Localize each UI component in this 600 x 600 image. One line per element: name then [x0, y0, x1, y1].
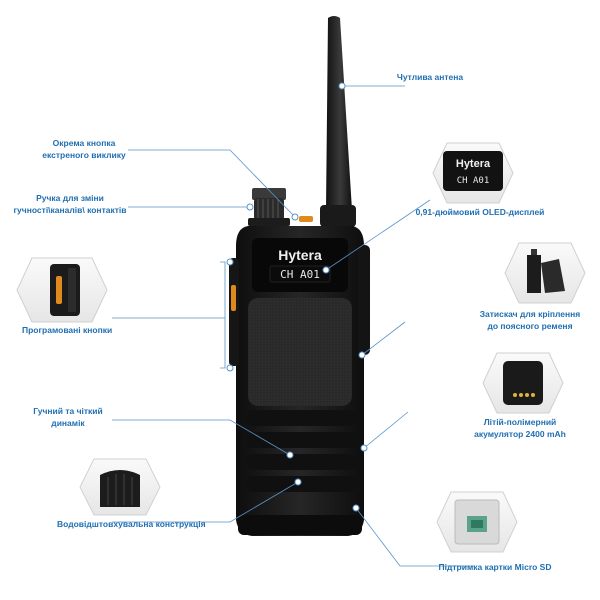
- speaker-grille: [246, 410, 356, 492]
- callout-lines: [112, 85, 475, 567]
- brand-logo: Hytera: [278, 247, 322, 263]
- oled-display-text: CH A01: [280, 268, 320, 281]
- label-battery-2: акумулятор 2400 mAh: [474, 429, 566, 439]
- antenna: [326, 16, 352, 210]
- hex-waterproof: [79, 458, 161, 516]
- label-programmable: Програмовані кнопки: [22, 325, 112, 335]
- hex-belt-clip: [504, 242, 586, 304]
- label-speaker-2: динамік: [51, 418, 85, 428]
- label-oled: 0,91-дюймовий OLED-дисплей: [416, 207, 545, 217]
- label-knob-1: Ручка для зміни: [36, 193, 104, 203]
- volume-knob[interactable]: [248, 188, 290, 226]
- label-emergency-1: Окрема кнопка: [53, 138, 116, 148]
- side-button-bar: [229, 258, 239, 366]
- oled-screen: [269, 265, 331, 283]
- label-clip-2: до поясного ременя: [487, 321, 572, 331]
- label-battery-1: Літій-полімерний: [484, 417, 557, 427]
- hex-brand-logo: Hytera: [456, 158, 491, 170]
- label-clip-1: Затискач для кріплення: [480, 309, 581, 319]
- callout-labels: Чутлива антена Окрема кнопка екстреного …: [14, 72, 581, 572]
- side-clip: [358, 245, 370, 355]
- hex-microsd: [436, 491, 518, 553]
- hex-display-text: CH A01: [457, 176, 490, 186]
- radio-device: Hytera CH A01: [229, 16, 370, 536]
- bottom-foot: [238, 515, 362, 535]
- front-panel: [248, 298, 352, 406]
- programmable-key-accent[interactable]: [231, 285, 236, 311]
- label-knob-2: гучності\каналів\ контактів: [14, 205, 127, 215]
- label-microsd: Підтримка картки Micro SD: [439, 562, 552, 572]
- hex-programmable-keys: [16, 257, 108, 323]
- label-waterproof: Водовідштовхувальна конструкція: [57, 519, 206, 529]
- antenna-base: [320, 205, 356, 227]
- hex-battery: [482, 352, 564, 414]
- hex-oled-display: Hytera CH A01: [432, 142, 514, 204]
- label-antenna: Чутлива антена: [397, 72, 464, 82]
- label-speaker-1: Гучний та чіткий: [33, 406, 103, 416]
- label-emergency-2: екстреного виклику: [42, 150, 126, 160]
- emergency-button[interactable]: [299, 216, 313, 222]
- callout-dots: [226, 82, 368, 512]
